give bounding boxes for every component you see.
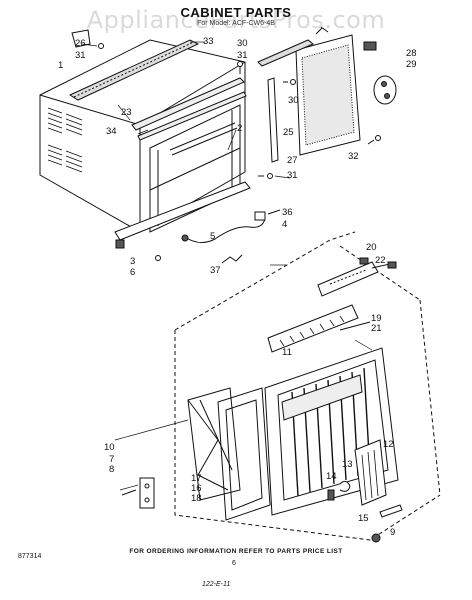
callout-31c: 31 [287,170,298,181]
callout-30b: 30 [288,95,299,106]
callout-3: 3 [130,256,136,267]
callout-31b: 31 [237,50,248,61]
callout-16: 16 [191,483,202,494]
callout-1: 1 [58,60,64,71]
callout-10: 10 [104,442,115,453]
callout-25: 25 [283,127,294,138]
callout-17: 17 [191,473,202,484]
ordering-note: FOR ORDERING INFORMATION REFER TO PARTS … [129,548,343,555]
callout-14: 14 [326,471,337,482]
cabinet-shell [39,39,251,241]
top-rail [68,39,200,101]
callout-19: 19 [371,313,382,324]
callout-8: 8 [109,464,115,475]
diagram-title: CABINET PARTS [180,5,292,20]
callout-28: 28 [406,48,417,59]
document-code: 877314 [18,553,42,560]
callout-21: 21 [371,323,382,334]
callout-27: 27 [287,155,298,166]
callout-34: 34 [106,126,117,137]
callout-22: 22 [375,255,386,266]
callout-2: 2 [237,123,243,134]
page-number: 6 [232,560,236,567]
callout-4: 4 [282,219,288,230]
callout-32: 32 [348,151,359,162]
callout-9: 9 [390,527,396,538]
filter-panel [295,34,361,156]
callout-23: 23 [121,107,132,118]
revision-code: 122-E-11 [202,581,231,588]
callout-13: 13 [342,459,353,470]
callout-18: 18 [191,493,202,504]
callout-12: 12 [383,439,394,450]
callout-5: 5 [210,231,216,242]
callout-36: 36 [282,207,293,218]
callout-20: 20 [366,242,377,253]
callout-15: 15 [358,513,369,524]
callout-26: 26 [75,38,86,49]
callout-37: 37 [210,265,221,276]
callout-33: 33 [203,36,214,47]
callout-31: 31 [75,50,86,61]
callout-29: 29 [406,59,417,70]
callout-30: 30 [237,38,248,49]
front-assembly-outline [174,231,441,541]
callout-11: 11 [282,347,292,358]
callout-7: 7 [109,454,115,465]
diagram-subtitle: For Model: ACF-CW6-4B [197,20,275,27]
callout-6: 6 [130,267,136,278]
